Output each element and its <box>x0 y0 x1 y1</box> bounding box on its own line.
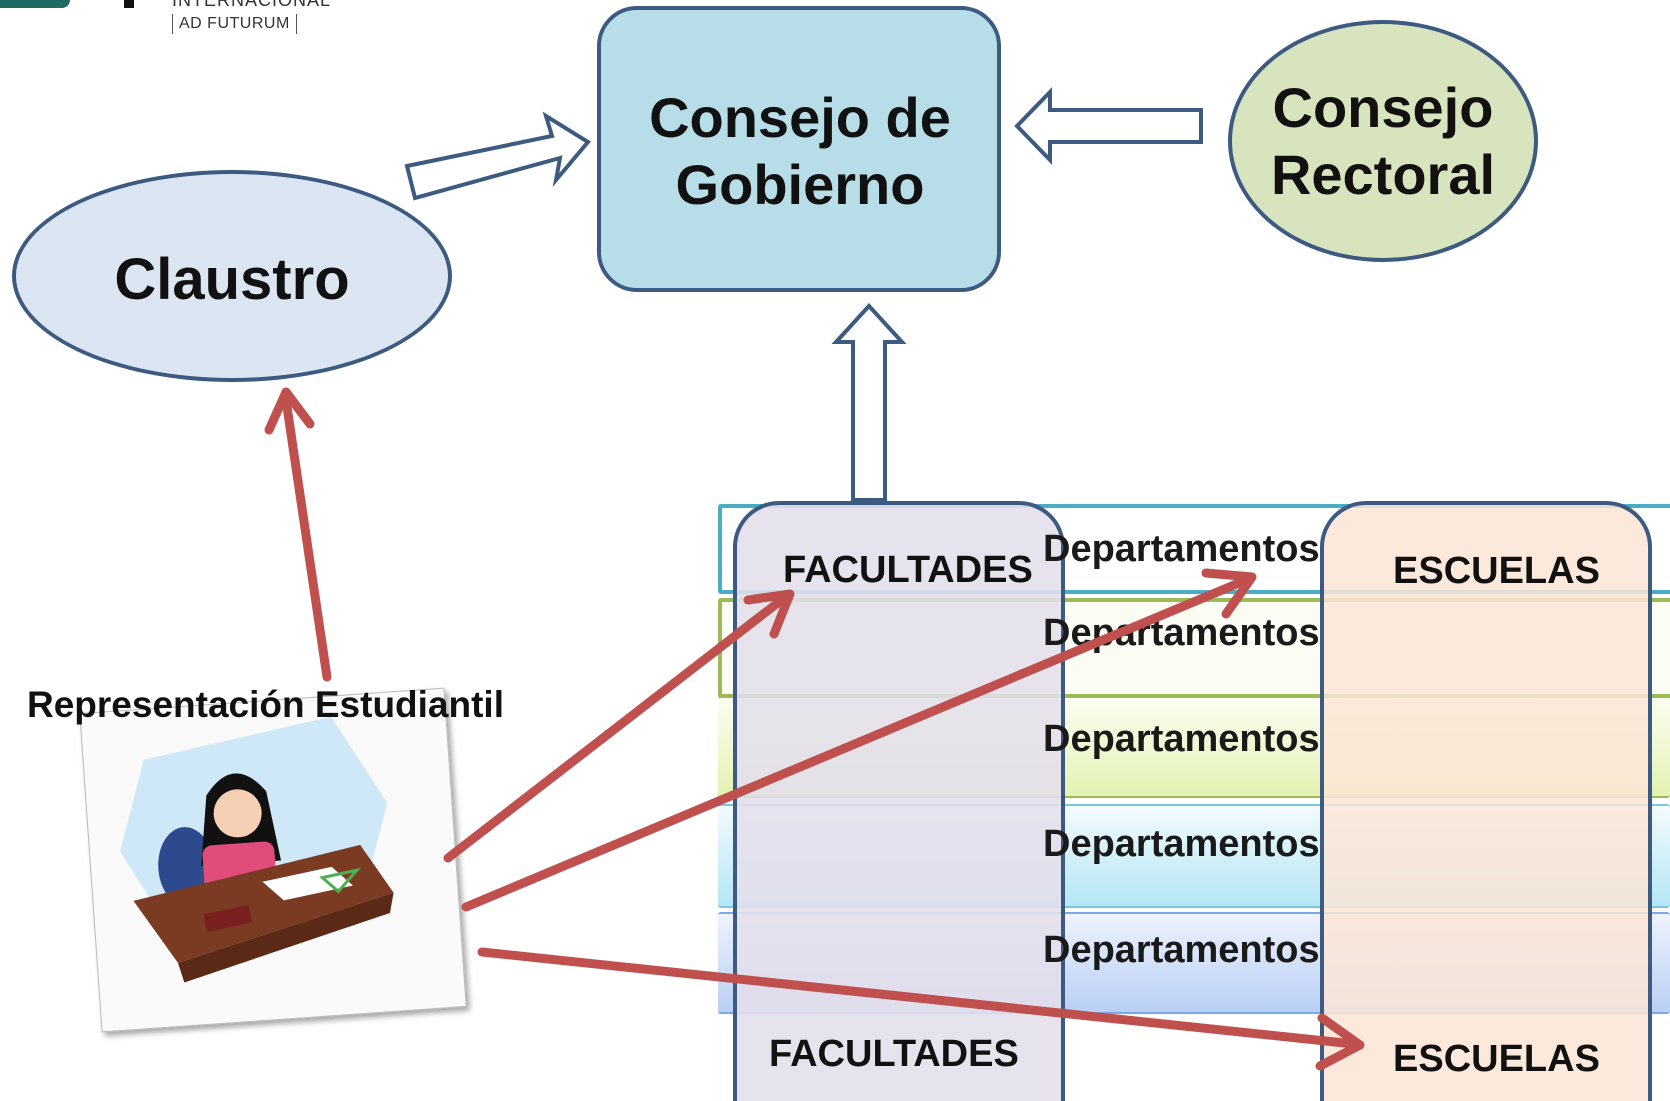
red-arrow-to-facultades <box>443 589 795 863</box>
logo-bar <box>124 0 134 8</box>
hollow-arrow-up-to-gobierno <box>831 303 907 502</box>
student-at-desk-illustration <box>120 716 394 983</box>
escuelas-label-bottom: ESCUELAS <box>1393 1038 1600 1080</box>
student-representation-label: Representación Estudiantil <box>27 684 504 725</box>
escuelas-label-top: ESCUELAS <box>1393 550 1600 592</box>
red-arrow-to-departamentos <box>461 568 1257 912</box>
logo-mark <box>0 0 70 8</box>
hollow-arrow-rectoral-to-gobierno <box>1014 87 1203 165</box>
department-label-4: Departamentos <box>1043 823 1320 865</box>
escuelas-column <box>1320 501 1652 1101</box>
hollow-arrow-claustro-to-gobierno <box>404 111 592 201</box>
facultades-label-bottom: FACULTADES <box>769 1033 1019 1075</box>
red-arrow-to-escuelas <box>477 947 1365 1071</box>
department-label-5: Departamentos <box>1043 929 1320 971</box>
consejo-rectoral-ellipse <box>1228 20 1538 262</box>
department-label-1: Departamentos <box>1043 528 1320 570</box>
student-photo-frame <box>79 687 467 1033</box>
logo-top-text: INTERNACIONAL <box>172 0 332 10</box>
facultades-column <box>733 501 1065 1101</box>
logo-sub-text: AD FUTURUM <box>172 14 297 34</box>
claustro-ellipse <box>12 170 452 382</box>
consejo-gobierno-box <box>597 6 1001 292</box>
red-arrow-to-claustro <box>264 387 332 682</box>
claustro-text: Claustro <box>114 247 350 313</box>
facultades-label-top: FACULTADES <box>783 549 1033 591</box>
department-label-3: Departamentos <box>1043 718 1320 760</box>
